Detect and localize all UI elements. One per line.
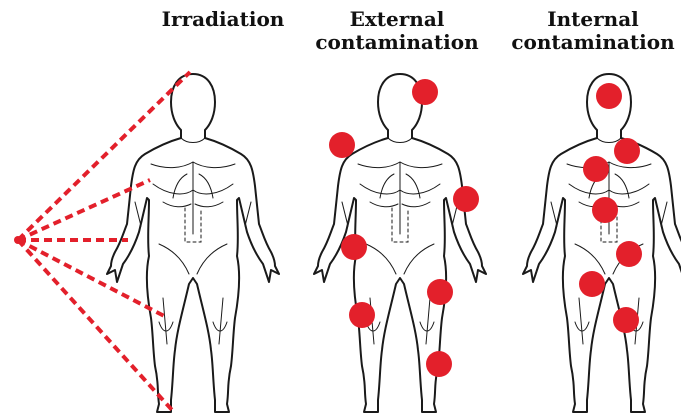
external-contamination-figure: [314, 74, 486, 412]
body-outline: [523, 74, 681, 412]
contamination-spot: [579, 271, 605, 297]
irradiation-figure: [14, 72, 279, 412]
body-outline: [107, 74, 279, 412]
contamination-spot: [349, 302, 375, 328]
contamination-spot: [329, 132, 355, 158]
contamination-spot: [596, 83, 622, 109]
contamination-spot: [583, 156, 609, 182]
contamination-spot: [412, 79, 438, 105]
body-outline: [314, 74, 486, 412]
ray-4: [18, 240, 168, 318]
internal-contamination-figure: [523, 74, 681, 412]
contamination-spot: [453, 186, 479, 212]
contamination-spot: [426, 351, 452, 377]
contamination-spot: [613, 307, 639, 333]
contamination-spot: [427, 279, 453, 305]
contamination-spot: [341, 234, 367, 260]
contamination-spot: [592, 197, 618, 223]
radiation-source: [14, 236, 22, 244]
contamination-spot: [614, 138, 640, 164]
contamination-spot: [616, 241, 642, 267]
